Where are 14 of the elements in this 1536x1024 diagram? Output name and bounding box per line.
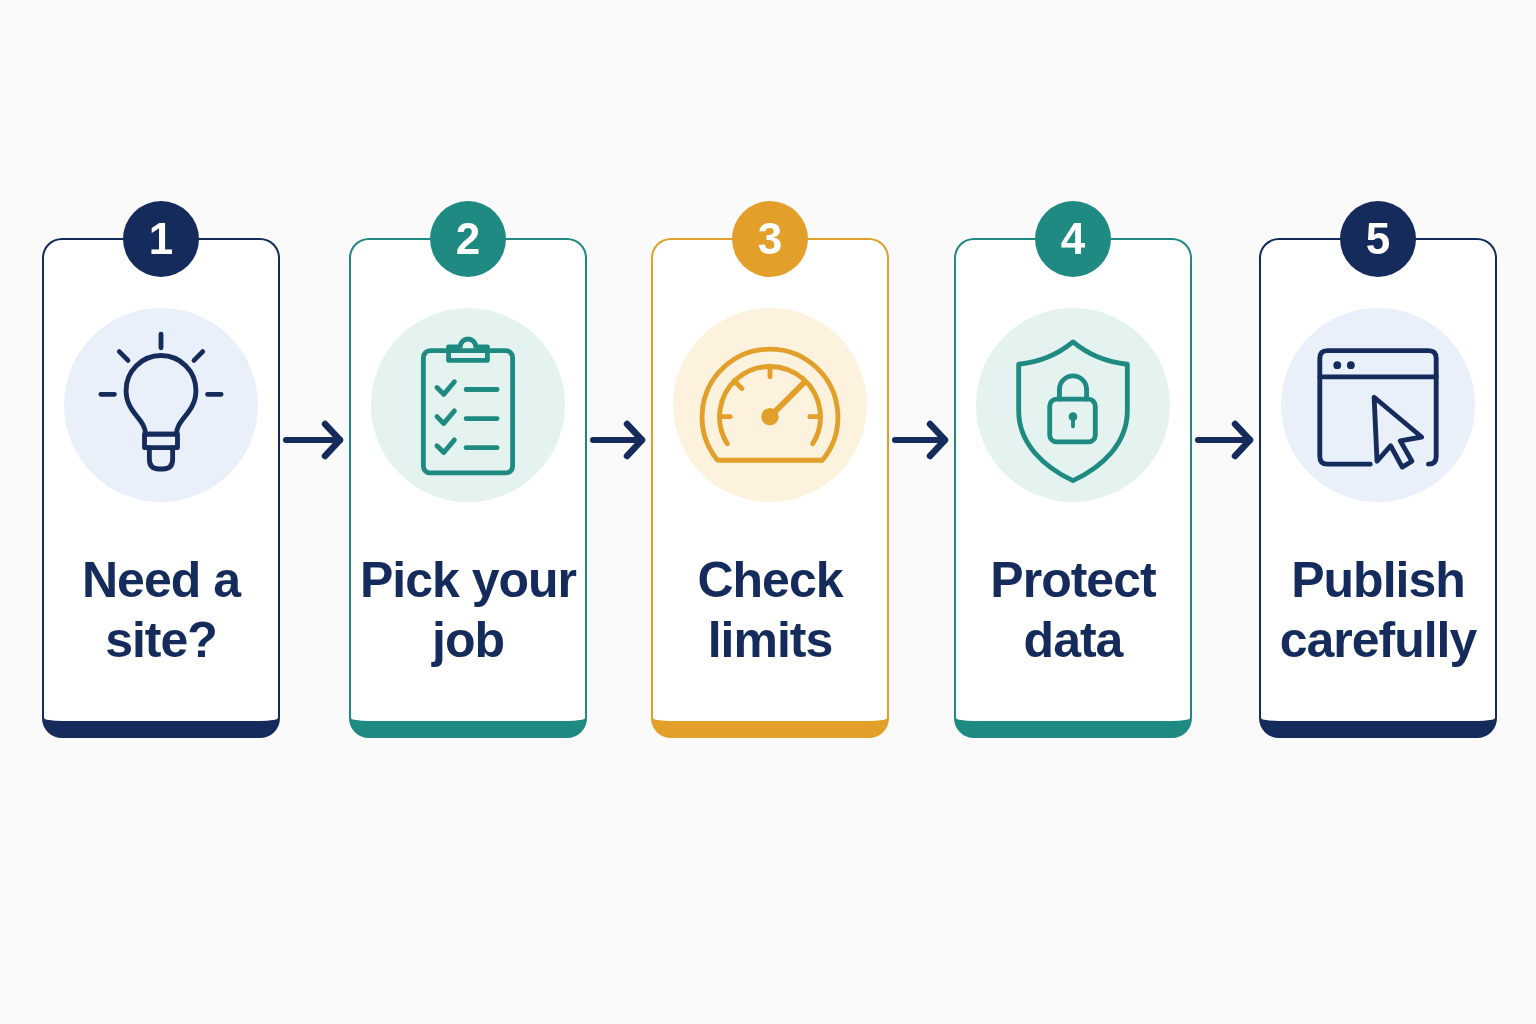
step-number: 2 [430,201,506,277]
arrow [1195,420,1254,460]
step-number: 1 [123,201,199,277]
step-title: Publish carefully [1278,551,1478,670]
step-title: Check limits [696,551,845,670]
step-number: 4 [1035,201,1111,277]
step-number: 5 [1340,201,1416,277]
arrow [892,420,949,460]
step-number: 3 [732,201,808,277]
step-title: Need a site? [81,551,242,670]
arrow [590,420,646,460]
step-title: Pick your job [358,551,578,670]
step-title: Protect data [989,551,1157,670]
arrow [283,420,344,460]
